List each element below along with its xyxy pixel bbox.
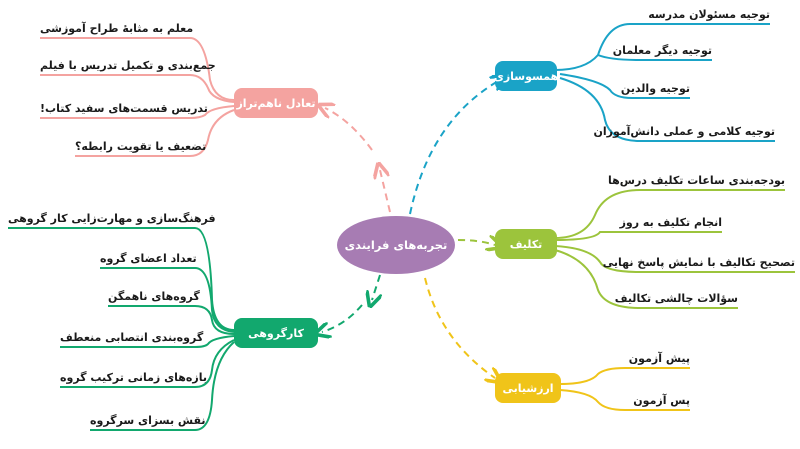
link-tadol-a	[380, 170, 391, 213]
leaf-kargorouhi-5: بازه‌های زمانی ترکیب گروه	[60, 371, 208, 384]
leaf-kargorouhi-3: گروه‌های ناهمگن	[108, 290, 200, 303]
leaf-kargorouhi-4: گروه‌بندی انتصابی منعطف	[60, 331, 204, 344]
leaf-kargorouhi-2: تعداد اعضای گروه	[100, 252, 197, 265]
link-karg-b	[322, 304, 363, 332]
link-tadol-b	[325, 108, 373, 151]
leaf-hamsusazi-4: توجیه کلامی و عملی دانش‌آموزان	[593, 125, 775, 138]
node-tadol: تعادل ناهم‌تراز	[234, 88, 318, 118]
leaf-tadol-4: تضعیف یا تقویت رابطه؟	[75, 140, 207, 153]
leaf-taklif-4: سؤالات چالشی تکالیف	[614, 292, 738, 305]
leaf-taklif-1: بودجه‌بندی ساعات تکلیف درس‌ها	[608, 174, 785, 187]
leaf-hamsusazi-1: توجیه مسئولان مدرسه	[648, 8, 770, 21]
leaf-tadol-3: تدریس قسمت‌های سفید کتاب!	[40, 102, 208, 115]
leaf-hamsusazi-3: توجیه والدین	[620, 82, 690, 95]
leaf-taklif-2: انجام تکلیف به روز	[619, 216, 722, 229]
leaf-kargorouhi-1: فرهنگ‌سازی و مهارت‌زایی کار گروهی	[8, 212, 216, 225]
link-karg-a	[372, 274, 380, 300]
leaf-tadol-1: معلم به مثابهٔ طراح آموزشی	[40, 22, 194, 35]
leaf-taklif-3: تصحیح تکالیف با نمایش پاسخ نهایی	[602, 256, 795, 269]
leaf-kargorouhi-6: نقش بسزای سرگروه	[90, 414, 206, 427]
node-hamsusazi: همسوسازی	[494, 61, 558, 91]
leaf-arzeshyabi-2: پس آزمون	[633, 394, 690, 407]
node-arzeshyabi: ارزشیابی	[495, 373, 561, 403]
leaf-hamsusazi-2: توجیه دیگر معلمان	[612, 44, 712, 57]
node-taklif: تکلیف	[495, 229, 557, 259]
link-hamsusazi	[409, 80, 500, 215]
node-kargorouhi: کارگروهی	[234, 318, 318, 348]
link-taklif	[457, 240, 495, 245]
leaf-arzeshyabi-1: پیش آزمون	[628, 352, 690, 365]
link-arzeshyabi	[424, 277, 495, 378]
center-node: تجربه‌های فرایندی	[337, 216, 455, 274]
leaf-tadol-2: جمع‌بندی و تکمیل تدریس با فیلم	[40, 59, 216, 72]
